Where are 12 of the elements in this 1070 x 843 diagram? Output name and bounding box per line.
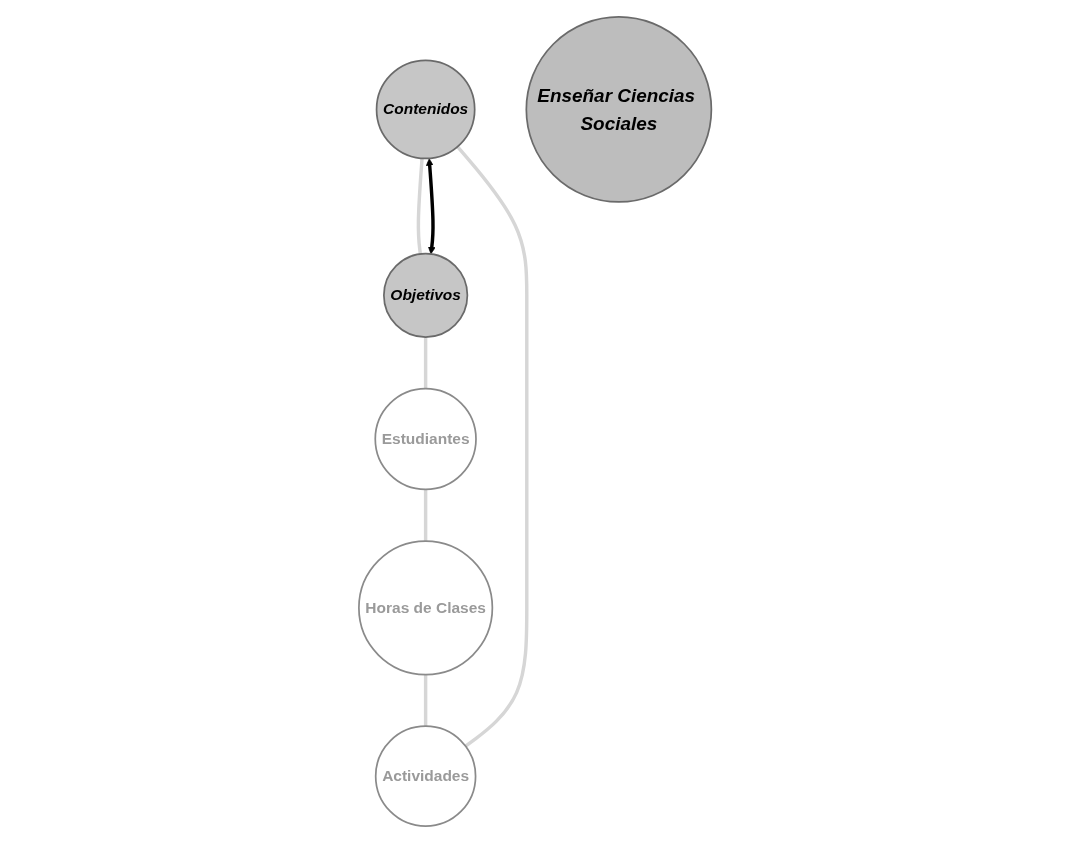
connector [456, 145, 529, 748]
node-circle: Enseñar Ciencias Sociales [525, 16, 713, 203]
connector [423, 337, 428, 389]
arrow [425, 158, 436, 255]
connector [416, 158, 424, 255]
node-circle: Actividades [374, 725, 477, 827]
node-circle: Estudiantes [374, 387, 477, 491]
connector [423, 489, 428, 542]
connector [423, 674, 428, 727]
node-circle: Objetivos [382, 252, 469, 338]
node-circle: Contenidos [375, 59, 476, 160]
node-circle: Horas de Clases [357, 540, 494, 676]
